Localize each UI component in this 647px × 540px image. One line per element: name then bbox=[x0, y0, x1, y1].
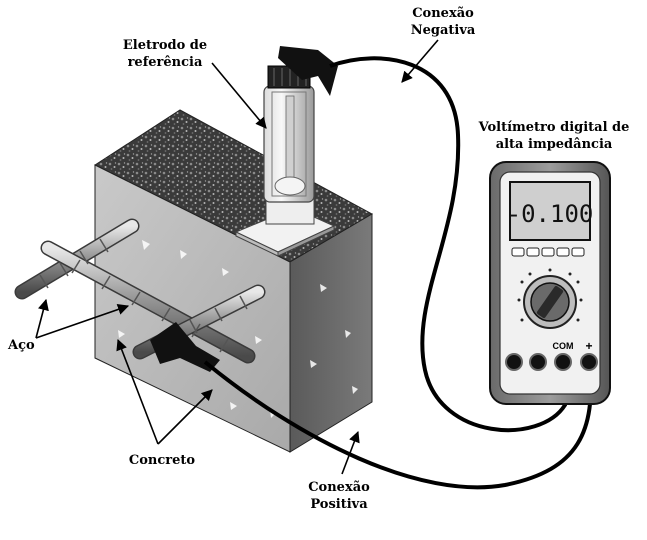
meter-button-2[interactable] bbox=[527, 248, 539, 256]
concrete-block bbox=[95, 110, 372, 452]
terminal-plus-label: + bbox=[585, 339, 592, 353]
label-reference-electrode: Eletrodo de referência bbox=[112, 37, 218, 71]
label-voltmeter: Voltímetro digital de alta impedância bbox=[474, 119, 634, 153]
terminal-com[interactable] bbox=[555, 354, 571, 370]
label-steel: Aço bbox=[8, 337, 48, 354]
meter-button-3[interactable] bbox=[542, 248, 554, 256]
meter-button-4[interactable] bbox=[557, 248, 569, 256]
lcd-reading: -0.100 bbox=[507, 200, 594, 228]
meter-button-5[interactable] bbox=[572, 248, 584, 256]
label-negative-connection: Conexão Negativa bbox=[398, 5, 488, 39]
terminal-1[interactable] bbox=[506, 354, 522, 370]
label-concrete: Concreto bbox=[122, 452, 202, 469]
arrow-steel-1 bbox=[36, 300, 46, 338]
meter-buttons bbox=[512, 248, 584, 256]
arrow-reference-electrode bbox=[212, 63, 266, 128]
terminal-plus[interactable] bbox=[581, 354, 597, 370]
terminal-2[interactable] bbox=[530, 354, 546, 370]
meter-button-1[interactable] bbox=[512, 248, 524, 256]
terminal-com-label: COM bbox=[553, 341, 574, 351]
label-positive-connection: Conexão Positiva bbox=[294, 479, 384, 513]
digital-voltmeter: -0.100 COM + bbox=[490, 162, 610, 404]
